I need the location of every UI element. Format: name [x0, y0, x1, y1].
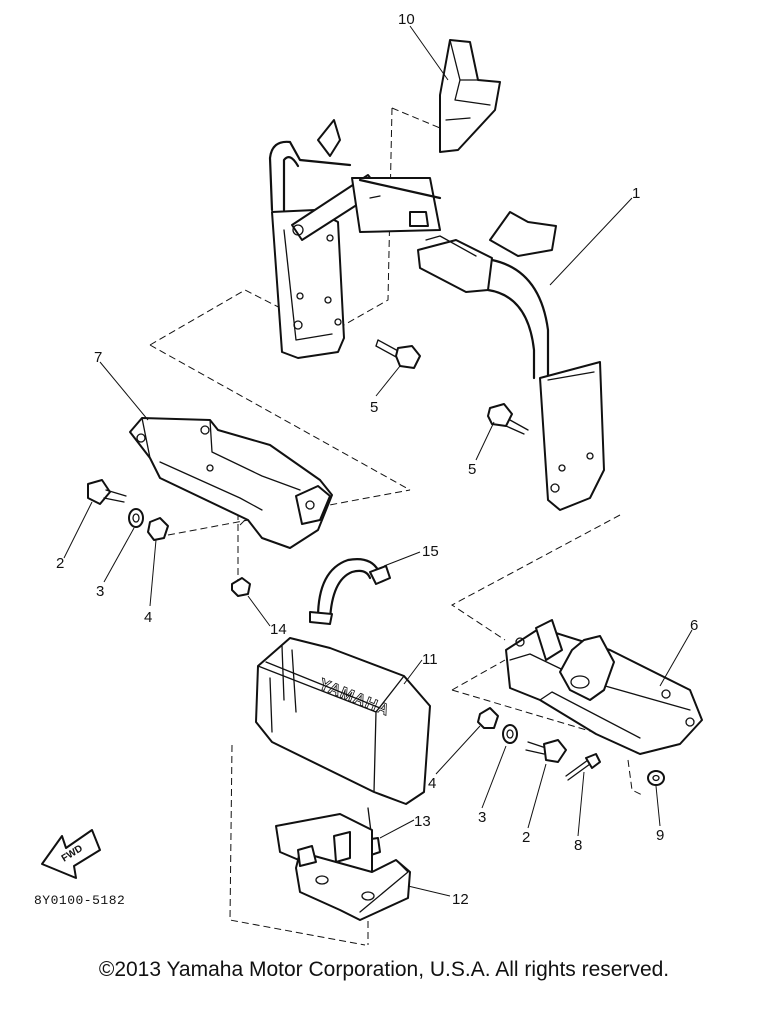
- leader-lines: [63, 25, 693, 897]
- callout-12: 12: [452, 891, 469, 908]
- part-2-bolt-right: [525, 739, 567, 763]
- callout-2: 2: [56, 555, 64, 572]
- callout-11: 11: [422, 651, 438, 668]
- callout-4: 4: [144, 609, 152, 626]
- part-4-nut-right: [477, 707, 499, 729]
- diagram-code: 8Y0100-5182: [34, 893, 125, 908]
- callout-4: 4: [428, 775, 436, 792]
- callout-7: 7: [94, 349, 102, 366]
- callout-13: 13: [414, 813, 431, 830]
- part-5-bolt-b: [487, 403, 529, 435]
- part-1-frame: [268, 119, 605, 511]
- callout-14: 14: [270, 621, 287, 638]
- callout-5: 5: [370, 399, 378, 416]
- part-9-washer: [647, 770, 665, 786]
- callout-2: 2: [522, 829, 530, 846]
- copyright-notice: ©2013 Yamaha Motor Corporation, U.S.A. A…: [98, 958, 670, 981]
- part-15-strap: [309, 558, 391, 625]
- part-12-bottom-bracket: [275, 813, 411, 921]
- part-7-base-bracket: [129, 417, 333, 549]
- callout-6: 6: [690, 617, 698, 634]
- part-3-washer-left: [128, 508, 144, 528]
- part-10-pad: [439, 39, 501, 153]
- callout-3: 3: [478, 809, 486, 826]
- callout-8: 8: [574, 837, 582, 854]
- callout-3: 3: [96, 583, 104, 600]
- callout-1: 1: [632, 185, 640, 202]
- part-14-nut: [231, 577, 251, 597]
- part-2-bolt-left: [87, 479, 127, 505]
- part-4-nut-left: [147, 517, 169, 541]
- callout-9: 9: [656, 827, 664, 844]
- assembly-guide-lines: [149, 107, 643, 946]
- callout-5: 5: [468, 461, 476, 478]
- callout-labels: 1 2 2 3 3 4 4 5 5 6 7 8 9 10 11 12 13 14…: [56, 11, 698, 908]
- part-8-pin: [565, 753, 601, 781]
- part-11-box: YAMAHA: [255, 637, 431, 805]
- part-3-washer-right: [502, 724, 518, 744]
- callout-10: 10: [398, 11, 415, 28]
- part-5-bolt-a: [375, 339, 421, 369]
- callout-15: 15: [422, 543, 439, 560]
- part-6-base-bracket: [505, 619, 703, 755]
- fwd-arrow-icon: FWD: [41, 829, 101, 879]
